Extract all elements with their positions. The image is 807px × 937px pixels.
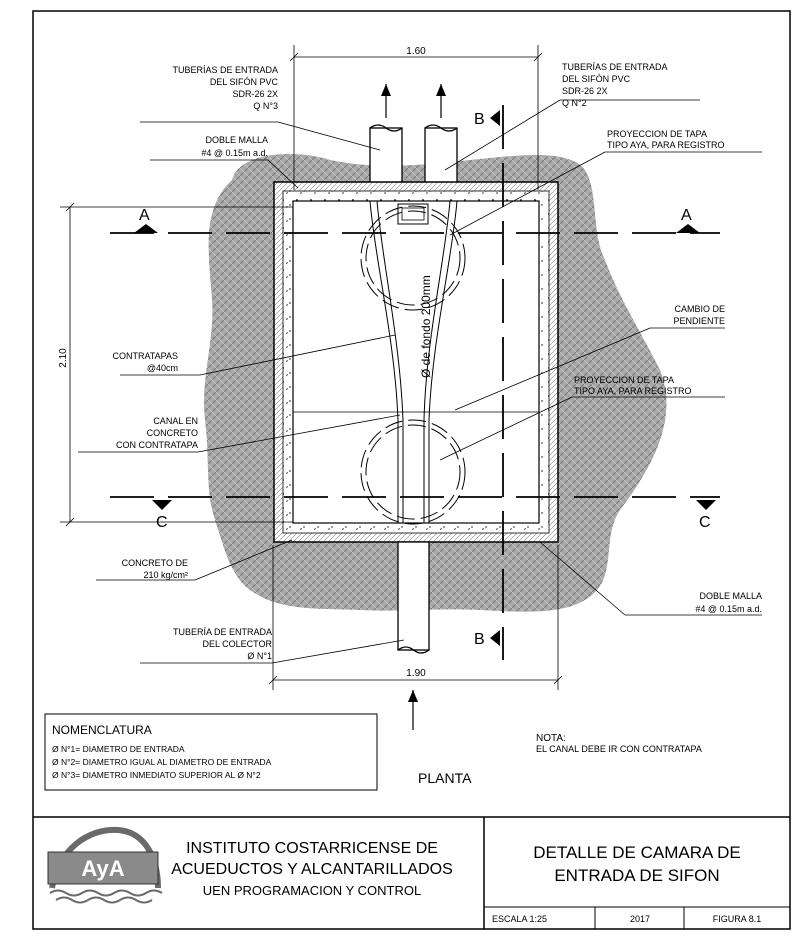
title-block: AyA INSTITUTO COSTARRICENSE DE ACUEDUCTO… [47,817,790,929]
svg-text:PROYECCION DE TAPA: PROYECCION DE TAPA [607,129,707,139]
label-doble-malla-bottom: DOBLE MALLA #4 @ 0.15m a.d. [695,591,762,614]
label-proyeccion-tapa-mid: PROYECCION DE TAPA TIPO AYA, PARA REGIST… [574,375,692,396]
scale: ESCALA 1:25 [492,914,547,924]
svg-text:TIPO AYA, PARA REGISTRO: TIPO AYA, PARA REGISTRO [574,386,692,396]
flow-arrow-bottom [408,690,418,730]
svg-text:@40cm: @40cm [147,363,178,373]
svg-text:CAMBIO DE: CAMBIO DE [674,304,725,314]
svg-text:TIPO AYA, PARA REGISTRO: TIPO AYA, PARA REGISTRO [607,140,725,150]
section-line-b [490,105,504,660]
flow-arrows-top [381,84,446,118]
svg-text:SDR-26 2X: SDR-26 2X [562,86,608,96]
label-tuberia-sifon-2: TUBERÍAS DE ENTRADA DEL SIFÓN PVC SDR-26… [562,62,668,108]
svg-text:PENDIENTE: PENDIENTE [673,316,725,326]
view-title: PLANTA [418,770,472,786]
nomenclatura-box: NOMENCLATURA Ø N°1= DIAMETRO DE ENTRADA … [44,713,378,791]
label-tuberia-colector: TUBERÍA DE ENTRADA DEL COLECTOR Ø N°1 [173,627,273,661]
chamber-interior [292,200,540,524]
svg-text:DEL SIFÓN PVC: DEL SIFÓN PVC [562,74,631,84]
nota-text: EL CANAL DEBE IR CON CONTRATAPA [536,744,702,754]
dim-bottom-width: 1.90 [406,668,426,679]
svg-text:Q N°2: Q N°2 [562,98,587,108]
svg-text:Q N°3: Q N°3 [253,101,278,111]
label-contratapas: CONTRATAPAS @40cm [112,351,178,373]
label-fondo: Ø de fondo 200mm [419,275,433,378]
svg-text:210 kg/cm²: 210 kg/cm² [143,570,188,580]
manhole-projection-bottom [360,419,466,525]
svg-text:DOBLE MALLA: DOBLE MALLA [205,135,268,145]
section-letter-c-left: C [156,514,168,531]
aya-logo: AyA [47,826,163,904]
nomenclatura-title: NOMENCLATURA [52,723,152,737]
svg-text:PROYECCION DE TAPA: PROYECCION DE TAPA [574,375,674,385]
svg-text:SDR-26 2X: SDR-26 2X [232,89,278,99]
svg-text:CANAL EN: CANAL EN [153,416,198,426]
label-tuberia-sifon-3: TUBERÍAS DE ENTRADA DEL SIFÓN PVC SDR-26… [172,65,278,111]
svg-text:CONTRATAPAS: CONTRATAPAS [112,351,178,361]
figure-number: FIGURA 8.1 [713,914,762,924]
svg-text:TUBERÍAS DE ENTRADA: TUBERÍAS DE ENTRADA [172,65,278,75]
drawing-title-line1: DETALLE DE CAMARA DE [533,843,741,862]
dimension-top [289,45,543,190]
department: UEN PROGRAMACION Y CONTROL [203,883,421,898]
dimension-bottom [268,545,563,690]
svg-text:DOBLE MALLA: DOBLE MALLA [699,591,762,601]
dim-height: 2.10 [58,348,69,368]
svg-text:TUBERÍA DE ENTRADA: TUBERÍA DE ENTRADA [173,627,272,637]
dim-top-width: 1.60 [406,46,426,57]
manhole-projection-top [360,205,466,311]
section-letter-c-right: C [699,514,711,531]
year: 2017 [630,914,650,924]
section-letter-b-top: B [474,111,485,128]
label-proyeccion-tapa-top: PROYECCION DE TAPA TIPO AYA, PARA REGIST… [607,129,725,150]
nomenclatura-item: Ø N°2= DIAMETRO IGUAL AL DIAMETRO DE ENT… [52,757,272,767]
svg-text:CONCRETO DE: CONCRETO DE [122,558,188,568]
nomenclatura-item: Ø N°3= DIAMETRO INMEDIATO SUPERIOR AL Ø … [52,770,261,780]
drawing-title-line2: ENTRADA DE SIFON [554,866,719,885]
svg-text:CONCRETO: CONCRETO [147,428,198,438]
dimension-height [60,202,293,527]
institution-line1: INSTITUTO COSTARRICENSE DE [186,840,438,857]
leader-lines [78,99,762,664]
svg-text:Ø N°1: Ø N°1 [247,651,272,661]
svg-text:DEL COLECTOR: DEL COLECTOR [202,639,272,649]
label-concreto: CONCRETO DE 210 kg/cm² [122,558,188,580]
section-letter-a-left: A [139,207,150,224]
institution-line2: ACUEDUCTOS Y ALCANTARILLADOS [171,861,453,878]
svg-text:DEL SIFÓN PVC: DEL SIFÓN PVC [210,77,279,87]
svg-text:TUBERÍAS DE ENTRADA: TUBERÍAS DE ENTRADA [562,62,668,72]
svg-text:AyA: AyA [81,856,124,881]
svg-text:CON CONTRATAPA: CON CONTRATAPA [116,440,198,450]
nomenclatura-item: Ø N°1= DIAMETRO DE ENTRADA [52,744,185,754]
svg-text:#4 @ 0.15m a.d.: #4 @ 0.15m a.d. [201,148,268,158]
section-letter-a-right: A [681,207,692,224]
svg-text:#4 @ 0.15m a.d.: #4 @ 0.15m a.d. [695,604,762,614]
collector-pipe [397,541,430,654]
label-cambio-pendiente: CAMBIO DE PENDIENTE [673,304,725,326]
section-letter-b-bottom: B [474,631,485,648]
section-line-c [110,496,720,510]
nota: NOTA: EL CANAL DEBE IR CON CONTRATAPA [536,733,702,754]
sheet-border [32,10,791,930]
section-line-a [110,224,720,234]
nota-title: NOTA: [536,733,566,744]
label-doble-malla-top: DOBLE MALLA #4 @ 0.15m a.d. [201,135,268,158]
label-canal: CANAL EN CONCRETO CON CONTRATAPA [116,416,198,450]
